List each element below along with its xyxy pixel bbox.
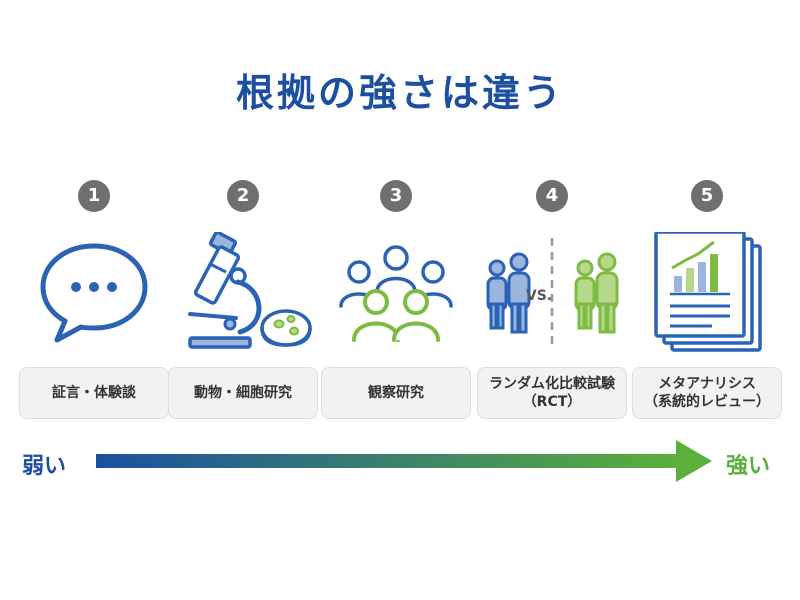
stage-label-text: メタアナリシス [658, 376, 756, 392]
weak-label: 弱い [22, 454, 67, 479]
documents-chart-icon [654, 232, 762, 352]
groups-comparison-icon: VS. [486, 238, 619, 348]
people-group-icon [339, 245, 453, 342]
step-number-badge: 1 [78, 180, 110, 212]
stage-sublabel-text: （系統的レビュー） [644, 394, 770, 410]
strong-label: 強い [726, 454, 771, 479]
strength-arrow [96, 440, 712, 482]
stage-label-text: 観察研究 [368, 385, 424, 401]
step-number-badge: 4 [536, 180, 568, 212]
stage-label-text: ランダム化比較試験 [489, 376, 615, 392]
stage-sublabel-text: （RCT） [522, 394, 582, 410]
stage-label-text: 証言・体験談 [52, 385, 136, 401]
step-number-badge: 3 [380, 180, 412, 212]
speech-bubble-icon [40, 243, 148, 343]
stage-label: メタアナリシス （系統的レビュー） [632, 367, 782, 419]
microscope-icon [188, 232, 312, 349]
stage-label: 動物・細胞研究 [168, 367, 318, 419]
vs-text: VS. [526, 288, 552, 304]
step-number-badge: 5 [691, 180, 723, 212]
stage-label: 証言・体験談 [19, 367, 169, 419]
stage-label-text: 動物・細胞研究 [194, 385, 292, 401]
stage-label: 観察研究 [321, 367, 471, 419]
step-number-badge: 2 [227, 180, 259, 212]
page-title: 根拠の強さは違う [235, 71, 564, 115]
stage-label: ランダム化比較試験 （RCT） [477, 367, 627, 419]
